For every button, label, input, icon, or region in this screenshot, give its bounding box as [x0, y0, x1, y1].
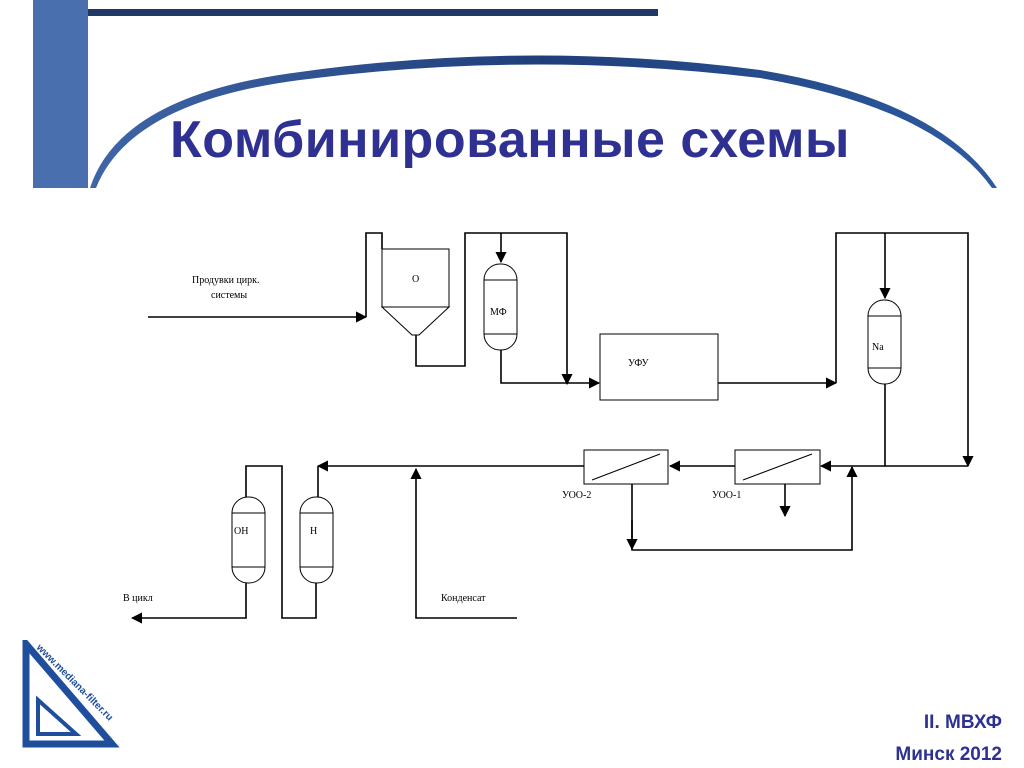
- ro2-label: УОО-2: [562, 490, 591, 501]
- clarifier: О: [380, 248, 451, 336]
- ro1-label: УОО-1: [712, 490, 741, 501]
- cation-filter: Н: [299, 496, 334, 584]
- condensate-line: [410, 467, 517, 619]
- input-label-line2: системы: [211, 290, 247, 301]
- footer-line-1: II. МВХФ: [923, 712, 1002, 733]
- clarifier-feed-line: [365, 232, 383, 317]
- h-to-oh-line: [245, 465, 317, 619]
- uf-unit-label: УФУ: [628, 358, 649, 369]
- output-flow-line: [130, 583, 247, 624]
- clarifier-outlet-line: [415, 232, 573, 386]
- na-filter: Na: [867, 299, 902, 385]
- slide-decoration: [33, 0, 997, 188]
- left-sidebar-bar: [33, 0, 88, 188]
- na-outlet-line: [884, 384, 968, 467]
- condensate-label: Конденсат: [441, 593, 486, 604]
- clarifier-label: О: [412, 274, 419, 285]
- ro2-unit: УОО-2: [562, 449, 669, 501]
- logo-url-text: www.mediana-filter.ru: [33, 642, 115, 724]
- ro2-recycle-line: [631, 465, 858, 551]
- mediana-filter-logo: www.mediana-filter.ru: [22, 640, 120, 748]
- anion-filter: ОН: [231, 496, 266, 584]
- uf-unit: УФУ: [599, 333, 719, 401]
- ro1-unit: УОО-1: [712, 449, 821, 501]
- uf-bypass-line: [835, 232, 974, 468]
- top-band: [88, 9, 658, 16]
- anion-filter-label: ОН: [234, 526, 248, 537]
- cation-filter-label: Н: [310, 526, 317, 537]
- footer-line-2: Минск 2012: [895, 744, 1002, 765]
- output-label: В цикл: [123, 593, 153, 604]
- mech-filter: МФ: [483, 263, 518, 351]
- mf-outlet-line: [500, 350, 601, 389]
- mech-filter-label: МФ: [490, 307, 507, 318]
- input-label-line1: Продувки цирк.: [192, 275, 260, 286]
- na-filter-label: Na: [872, 342, 884, 353]
- slide-title: Комбинированные схемы: [170, 111, 850, 169]
